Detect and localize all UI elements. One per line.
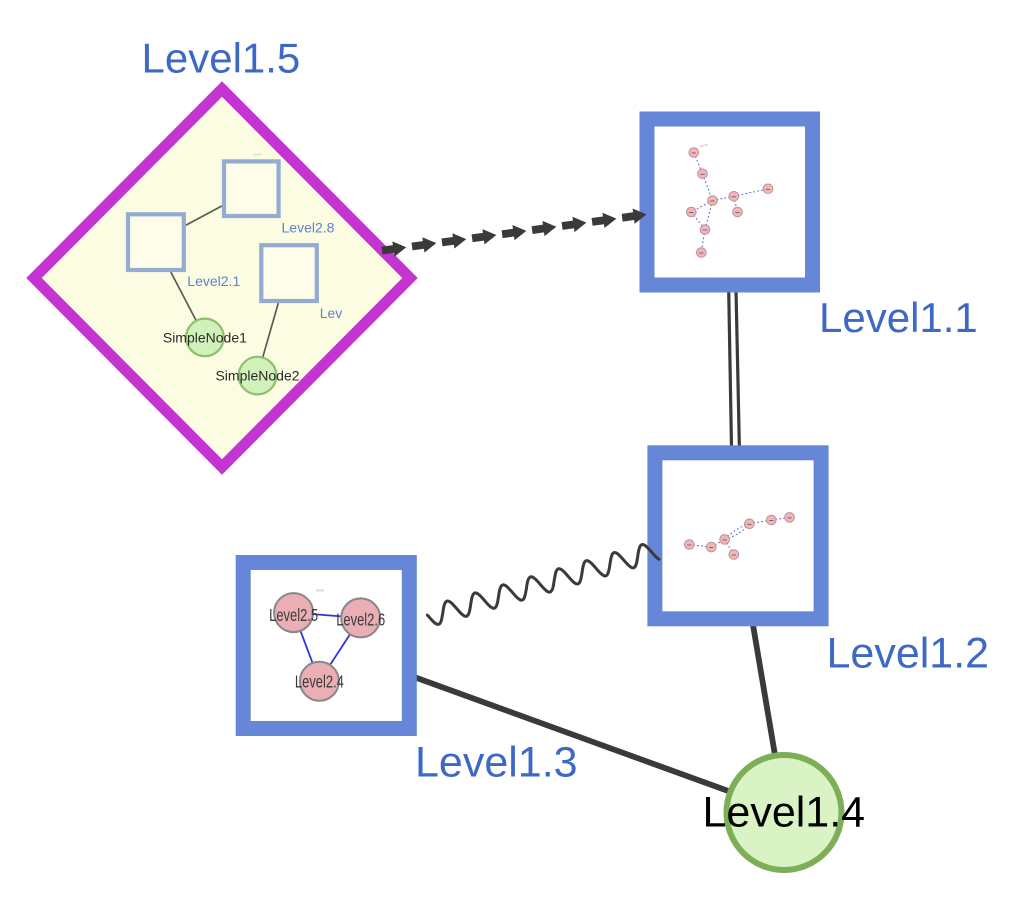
svg-text:Level1.1: Level1.1: [819, 294, 978, 341]
svg-text:SimpleNode2: SimpleNode2: [215, 368, 299, 384]
svg-text:Level2.1: Level2.1: [187, 273, 240, 289]
svg-text:Level1.3: Level1.3: [415, 738, 578, 786]
svg-text:Level2.4: Level2.4: [295, 673, 344, 693]
svg-text:Lev: Lev: [320, 305, 343, 321]
svg-text:Level1.5: Level1.5: [142, 35, 301, 82]
svg-text:Level1.2: Level1.2: [827, 630, 990, 678]
svg-text:Level2.8: Level2.8: [282, 220, 335, 236]
svg-text:Level2.5: Level2.5: [269, 606, 318, 626]
svg-text:Level1.4: Level1.4: [703, 789, 866, 837]
svg-text:SimpleNode1: SimpleNode1: [163, 329, 247, 345]
svg-text:Level2.6: Level2.6: [336, 611, 385, 631]
